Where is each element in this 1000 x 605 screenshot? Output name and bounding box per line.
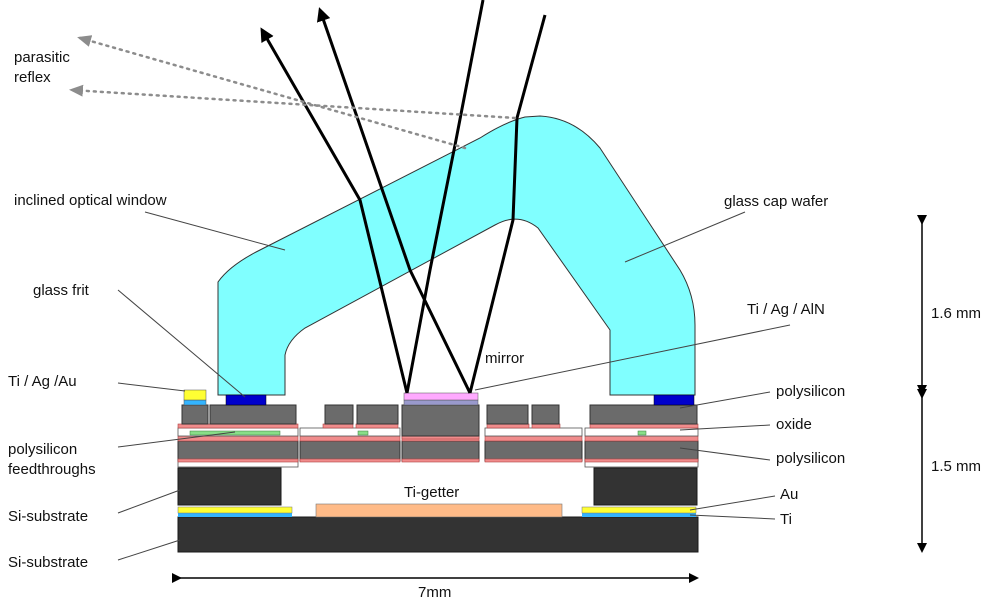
label-parasitic-reflex-line2: reflex — [14, 69, 51, 86]
leader-au — [689, 495, 776, 511]
oxide-stripe-bottom-right — [584, 458, 699, 463]
reflected-beam-right — [316, 7, 472, 394]
leader-polysilicon-bottom — [679, 447, 771, 461]
mirror-ag-layer — [403, 392, 479, 401]
ti-ag-au-pad-ti — [183, 399, 207, 406]
label-polysilicon-top: polysilicon — [776, 383, 845, 400]
label-oxide: oxide — [776, 416, 812, 433]
leader-inclined-optical-window — [144, 211, 286, 251]
upper-si-substrate-right — [593, 467, 698, 506]
label-polysilicon-feedthroughs-line2: feedthroughs — [8, 461, 96, 478]
incident-beam-right — [468, 14, 547, 394]
top-oxide-center-a — [322, 423, 354, 429]
feedthrough-green-right — [637, 430, 647, 436]
label-ti-getter: Ti-getter — [404, 484, 459, 501]
lower-polysilicon-left — [177, 440, 299, 462]
label-au: Au — [780, 486, 798, 503]
upper-si-substrate-left — [177, 467, 282, 506]
leader-ti-ag-aln — [474, 324, 791, 391]
feedthrough-green-center — [357, 430, 369, 436]
glass-frit-left — [225, 394, 267, 406]
middle-oxide-band-center-right — [484, 435, 583, 442]
leader-oxide — [679, 424, 771, 431]
ti-layer-right — [582, 513, 696, 517]
leader-glass-cap-wafer — [624, 211, 746, 263]
label-parasitic-reflex-line1: parasitic — [14, 49, 70, 66]
label-glass-cap-wafer: glass cap wafer — [724, 193, 828, 210]
upper-polysilicon-center-a — [324, 404, 354, 425]
glass-cap-wafer — [217, 115, 696, 396]
upper-polysilicon-center-right-b — [531, 404, 560, 425]
ti-layer-left — [178, 513, 292, 517]
middle-oxide-band-right — [584, 435, 699, 442]
lower-polysilicon-right — [584, 440, 699, 462]
dimension-label-cap-height: 1.6 mm — [931, 305, 981, 322]
lower-polysilicon-center — [299, 440, 401, 462]
incident-beam-left — [405, 0, 485, 394]
leader-si-substrate-upper — [117, 489, 181, 514]
leader-si-substrate-lower — [117, 539, 181, 561]
leader-polysilicon-top — [679, 391, 771, 409]
ti-getter-layer — [315, 503, 563, 518]
top-oxide-center-right-a — [486, 423, 530, 429]
feedthrough-layer-center — [299, 427, 401, 437]
label-ti-ag-au: Ti / Ag /Au — [8, 373, 77, 390]
glass-frit-right — [653, 394, 695, 406]
dimension-label-width: 7mm — [418, 584, 451, 601]
label-si-substrate-lower: Si-substrate — [8, 554, 88, 571]
lower-polysilicon-mirror-base — [401, 440, 480, 462]
mirror-aln-layer — [403, 399, 479, 406]
leader-ti-ag-au — [117, 382, 186, 392]
label-polysilicon-feedthroughs-line1: polysilicon — [8, 441, 77, 458]
bottom-si-substrate — [177, 516, 699, 553]
mirror-plate-polysilicon — [401, 404, 480, 437]
leader-glass-frit — [117, 289, 246, 398]
oxide-stripe-bottom-left — [177, 458, 299, 463]
reflected-beam-left — [260, 27, 409, 394]
au-layer-left — [177, 506, 293, 514]
upper-polysilicon-right — [589, 404, 698, 425]
oxide-stripe-bottom-center-right — [484, 458, 583, 463]
middle-oxide-band-center — [299, 435, 401, 442]
upper-polysilicon-center-b — [356, 404, 399, 425]
oxide-stripe-bottom-center — [299, 458, 401, 463]
dimension-label-base-height: 1.5 mm — [931, 458, 981, 475]
top-oxide-center-b — [355, 423, 399, 429]
leader-polysilicon-feedthroughs — [117, 431, 236, 448]
feedthrough-layer-center-right — [484, 427, 583, 437]
upper-polysilicon-left — [209, 404, 297, 425]
label-si-substrate-upper: Si-substrate — [8, 508, 88, 525]
upper-polysilicon-left-post — [181, 404, 209, 425]
label-ti: Ti — [780, 511, 792, 528]
top-oxide-left — [177, 423, 299, 429]
oxide-stripe-bottom-mirror — [401, 458, 480, 463]
label-ti-ag-aln: Ti / Ag / AlN — [747, 301, 825, 318]
au-layer-right — [581, 506, 697, 514]
parasitic-reflex-arrow-lower — [69, 84, 517, 120]
top-oxide-right — [589, 423, 699, 429]
label-inclined-optical-window: inclined optical window — [14, 192, 167, 209]
label-glass-frit: glass frit — [33, 282, 90, 299]
feedthrough-green-left — [189, 430, 281, 436]
top-oxide-center-right-b — [531, 423, 561, 429]
leader-ti — [689, 514, 776, 520]
ti-ag-au-pad-au — [183, 389, 207, 401]
label-mirror: mirror — [485, 350, 524, 367]
lower-polysilicon-center-right — [484, 440, 583, 462]
upper-polysilicon-center-right-a — [486, 404, 529, 425]
label-polysilicon-bottom: polysilicon — [776, 450, 845, 467]
